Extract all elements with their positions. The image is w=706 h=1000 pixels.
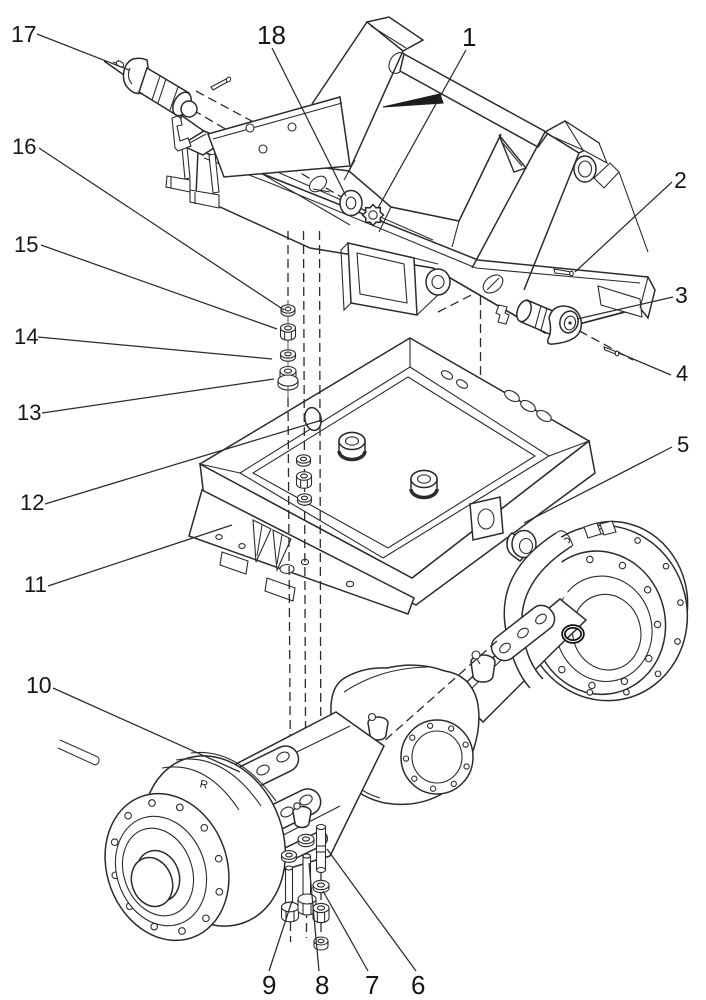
svg-text:4: 4 [676, 361, 688, 386]
svg-text:2: 2 [674, 167, 687, 193]
svg-text:9: 9 [262, 970, 276, 1000]
svg-text:6: 6 [411, 970, 425, 1000]
svg-text:12: 12 [20, 490, 44, 515]
svg-text:10: 10 [26, 672, 52, 698]
svg-text:1: 1 [462, 22, 476, 52]
svg-text:8: 8 [315, 970, 329, 1000]
svg-text:3: 3 [675, 282, 688, 308]
svg-text:14: 14 [14, 324, 38, 349]
svg-text:5: 5 [677, 432, 689, 457]
svg-text:18: 18 [257, 20, 286, 50]
svg-text:13: 13 [17, 400, 41, 425]
svg-text:15: 15 [14, 232, 38, 257]
svg-text:17: 17 [11, 21, 37, 47]
svg-text:16: 16 [12, 134, 36, 159]
svg-text:R: R [199, 778, 209, 791]
svg-text:11: 11 [24, 572, 47, 597]
svg-text:7: 7 [365, 970, 379, 1000]
